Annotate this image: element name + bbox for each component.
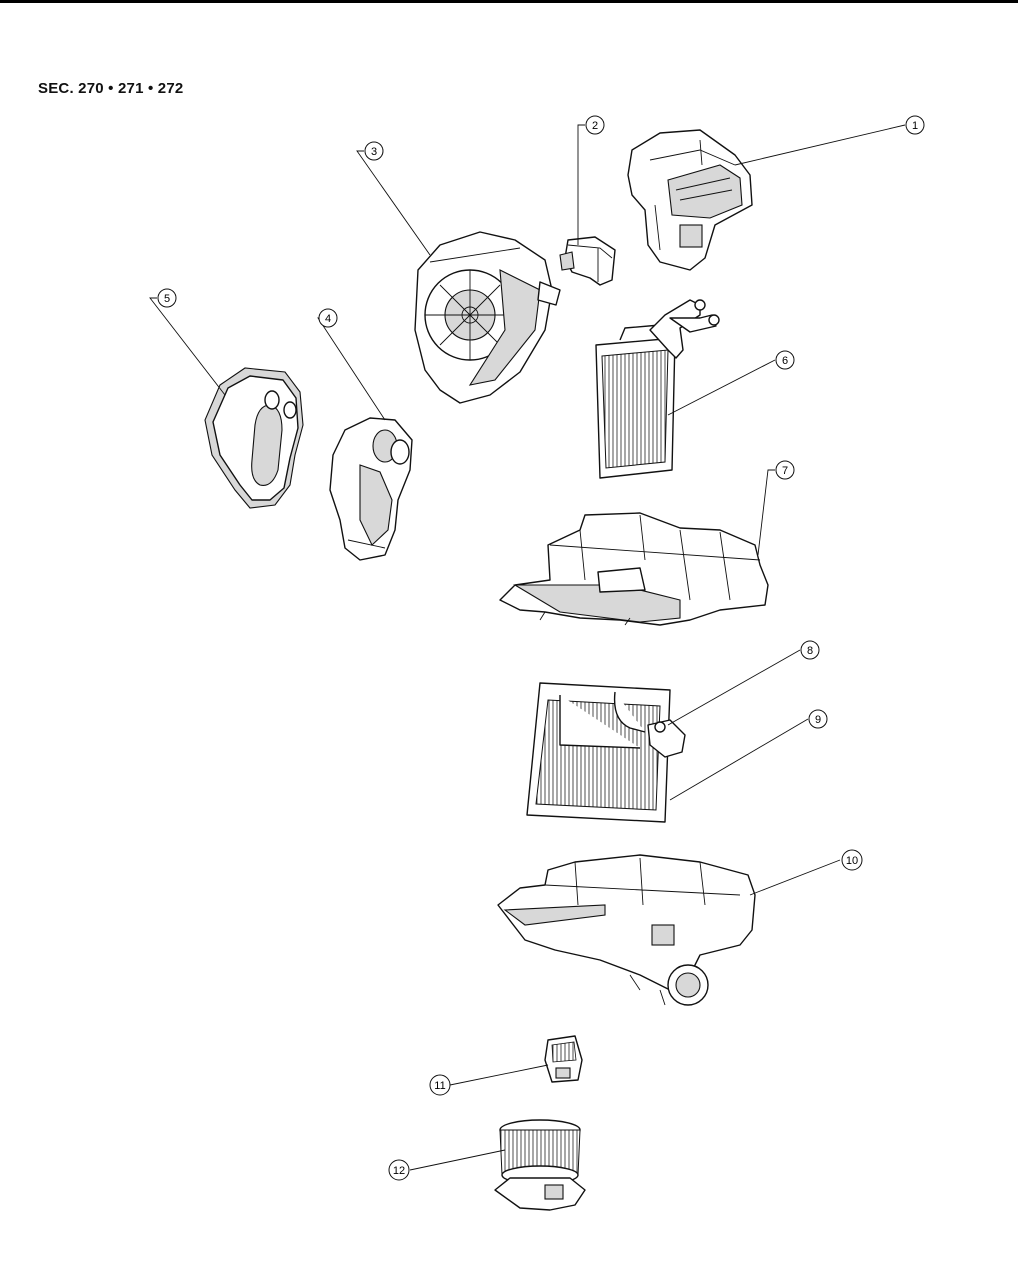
callout-5: 5 <box>158 289 176 307</box>
svg-text:2: 2 <box>592 120 598 132</box>
callout-11: 11 <box>430 1075 450 1095</box>
callout-12: 12 <box>389 1160 409 1180</box>
svg-text:5: 5 <box>164 293 170 305</box>
part-7-upper-case <box>500 513 768 625</box>
svg-text:12: 12 <box>393 1165 405 1177</box>
callout-8: 8 <box>801 641 819 659</box>
svg-text:1: 1 <box>912 120 918 132</box>
part-10-lower-case <box>498 855 755 1005</box>
callout-3: 3 <box>365 142 383 160</box>
part-11-blower-resistor <box>545 1036 582 1082</box>
part-5-gasket <box>205 368 303 508</box>
part-3-blower-case <box>415 232 560 403</box>
svg-text:9: 9 <box>815 714 821 726</box>
callout-10: 10 <box>842 850 862 870</box>
svg-text:7: 7 <box>782 465 788 477</box>
svg-text:6: 6 <box>782 355 788 367</box>
part-2-actuator <box>560 237 615 285</box>
svg-text:10: 10 <box>846 855 858 867</box>
svg-text:3: 3 <box>371 146 377 158</box>
part-1-intake-housing <box>628 130 752 270</box>
svg-text:8: 8 <box>807 645 813 657</box>
callout-7: 7 <box>776 461 794 479</box>
part-12-blower-motor <box>495 1120 585 1210</box>
svg-text:4: 4 <box>325 313 331 325</box>
svg-text:11: 11 <box>434 1080 445 1092</box>
part-6-heater-core <box>596 300 719 478</box>
callout-4: 4 <box>319 309 337 327</box>
callout-2: 2 <box>586 116 604 134</box>
callout-1: 1 <box>906 116 924 134</box>
part-9-evaporator <box>527 683 670 822</box>
callout-9: 9 <box>809 710 827 728</box>
callout-6: 6 <box>776 351 794 369</box>
part-4-duct <box>330 418 412 560</box>
